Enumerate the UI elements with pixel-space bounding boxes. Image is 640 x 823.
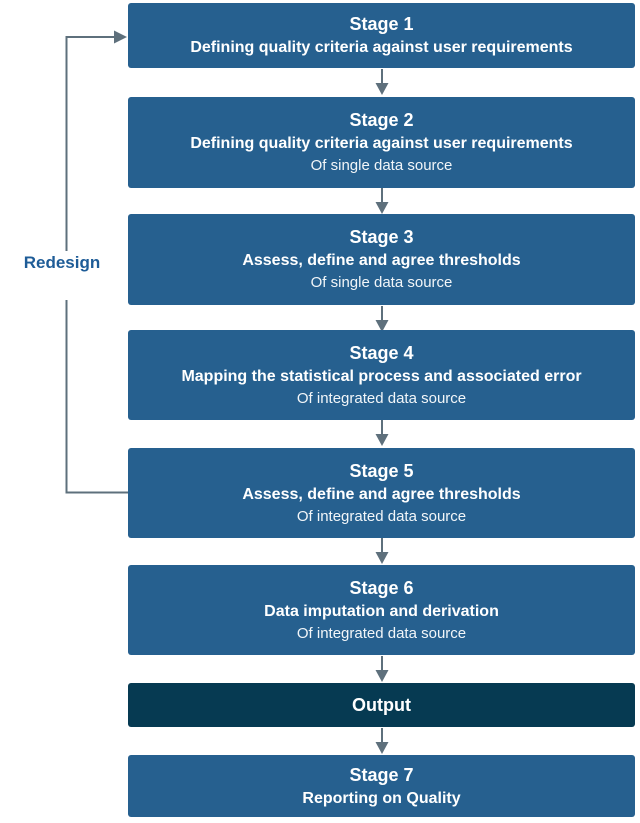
down-arrow-icon [375,306,389,332]
down-arrow-icon [375,728,389,754]
stage-7-box: Stage 7 Reporting on Quality [128,755,635,817]
output-label: Output [352,695,411,715]
stage-2-title: Stage 2 [349,110,414,130]
down-arrow-icon [375,69,389,95]
stage-2-subtitle: Defining quality criteria against user r… [190,135,573,152]
stage-3-box: Stage 3 Assess, define and agree thresho… [128,214,635,305]
stage-6-note: Of integrated data source [296,624,467,642]
stage-5-box: Stage 5 Assess, define and agree thresho… [128,448,635,538]
stage-5-subtitle: Assess, define and agree thresholds [242,485,521,503]
stage-6-title: Stage 6 [349,577,414,598]
down-arrow-icon [375,420,389,446]
redesign-feedback-connector [65,30,128,494]
down-arrow-icon [375,656,389,682]
redesign-label: Redesign [23,253,101,272]
stage-5-title: Stage 5 [349,460,414,481]
stage-4-box: Stage 4 Mapping the statistical process … [128,330,635,420]
stage-7-title: Stage 7 [349,764,414,785]
stage-4-title: Stage 4 [349,342,414,363]
stage-6-box: Stage 6 Data imputation and derivation O… [128,565,635,655]
output-box: Output [128,683,635,727]
stage-3-subtitle: Assess, define and agree thresholds [242,252,521,269]
stage-1-title: Stage 1 [349,14,414,34]
redesign-arrowhead-icon [114,30,127,44]
stage-4-subtitle: Mapping the statistical process and asso… [181,367,582,385]
stage-3-note: Of single data source [310,274,453,291]
down-arrow-icon [375,188,389,214]
down-arrow-icon [375,538,389,564]
stage-6-subtitle: Data imputation and derivation [264,602,499,620]
stage-4-note: Of integrated data source [296,389,467,407]
stage-1-subtitle: Defining quality criteria against user r… [190,39,573,56]
stage-5-note: Of integrated data source [296,507,467,525]
stage-1-box: Stage 1 Defining quality criteria agains… [128,3,635,68]
stage-3-title: Stage 3 [349,227,414,247]
stage-7-subtitle: Reporting on Quality [302,789,461,807]
stage-2-note: Of single data source [310,157,453,174]
stage-2-box: Stage 2 Defining quality criteria agains… [128,97,635,188]
